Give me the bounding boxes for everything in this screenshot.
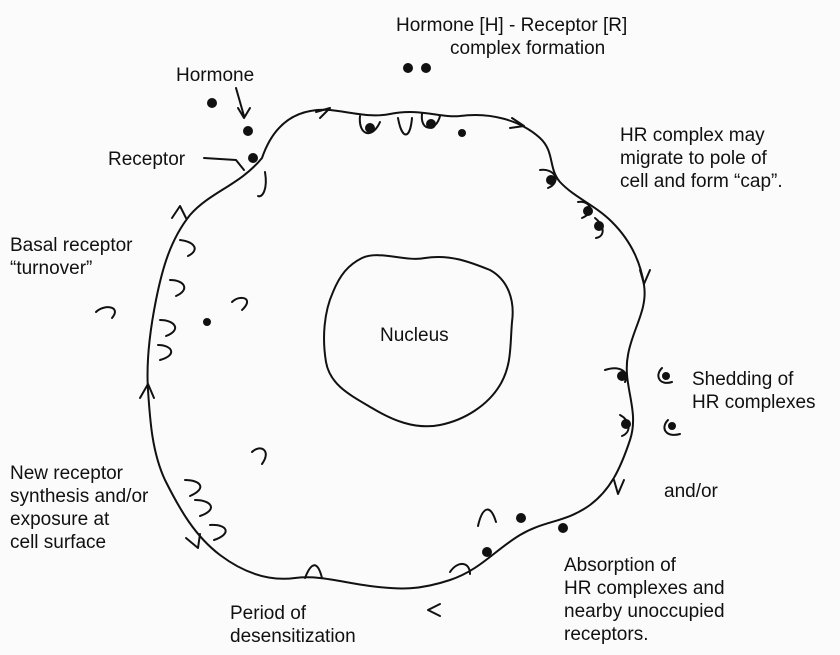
hr-migrate-line3: cell and form “cap”. [620,170,783,193]
receptor-label: Receptor [108,148,185,171]
hormone-label: Hormone [176,64,254,87]
absorption-line4: receptors. [564,623,725,646]
cell-membrane [147,110,644,589]
hormone-dots [203,63,676,557]
nucleus-label: Nucleus [380,324,449,347]
receptor-label-text: Receptor [108,148,185,171]
receptor-pointer-line [204,158,244,170]
shedding-line2: HR complexes [692,391,816,414]
basal-turnover-line2: “turnover” [10,257,133,280]
and-or-label: and/or [664,480,718,503]
desensitization-label: Period of desensitization [230,602,356,648]
shedding-label: Shedding of HR complexes [692,368,816,414]
hr-migrate-line2: migrate to pole of [620,147,783,170]
nucleus-label-text: Nucleus [380,324,449,347]
desensitization-line2: desensitization [230,625,356,648]
new-synthesis-line4: cell surface [10,531,148,554]
hormone-pointer-arrow [236,88,250,118]
shedding-line1: Shedding of [692,368,816,391]
new-synthesis-line2: synthesis and/or [10,485,148,508]
desensitization-line1: Period of [230,602,356,625]
basal-turnover-line1: Basal receptor [10,234,133,257]
basal-turnover-label: Basal receptor “turnover” [10,234,133,280]
new-synthesis-line3: exposure at [10,508,148,531]
hormone-label-text: Hormone [176,64,254,87]
new-synthesis-label: New receptor synthesis and/or exposure a… [10,462,148,554]
hr-formation-line2: complex formation [396,37,627,60]
absorption-line1: Absorption of [564,554,725,577]
hr-migrate-line1: HR complex may [620,124,783,147]
hr-formation-label: Hormone [H] - Receptor [R] complex forma… [396,14,627,60]
and-or-text: and/or [664,480,718,503]
absorption-label: Absorption of HR complexes and nearby un… [564,554,725,646]
hr-formation-line1: Hormone [H] - Receptor [R] [396,14,627,37]
new-synthesis-line1: New receptor [10,462,148,485]
absorption-line2: HR complexes and [564,577,725,600]
absorption-line3: nearby unoccupied [564,600,725,623]
hr-migrate-label: HR complex may migrate to pole of cell a… [620,124,783,193]
